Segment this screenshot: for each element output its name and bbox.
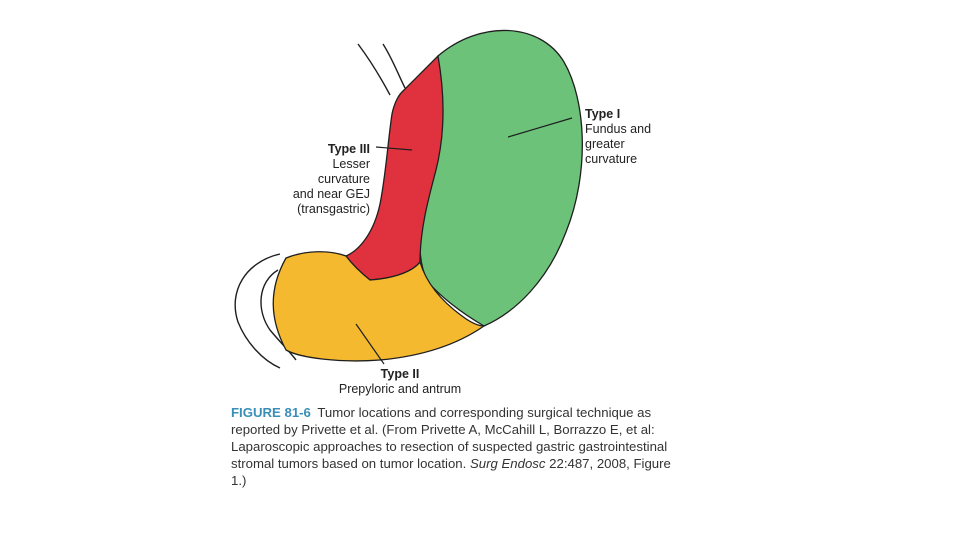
type1-line: Fundus and — [585, 122, 695, 137]
type3-title: Type III — [250, 142, 370, 157]
esophagus-left-wall — [358, 44, 390, 95]
fundus-greater-curvature-region — [420, 30, 583, 326]
type1-line: curvature — [585, 152, 695, 167]
journal-name: Surg Endosc — [470, 456, 546, 471]
esophagus-right-wall — [383, 44, 405, 88]
type2-title: Type II — [300, 367, 500, 382]
type1-line: greater — [585, 137, 695, 152]
type3-line: and near GEJ — [250, 187, 370, 202]
type3-line: (transgastric) — [250, 202, 370, 217]
type2-label: Type II Prepyloric and antrum — [300, 367, 500, 397]
type2-line: Prepyloric and antrum — [300, 382, 500, 397]
type3-label: Type III Lesser curvature and near GEJ (… — [250, 142, 370, 217]
figure-number: FIGURE 81-6 — [231, 405, 311, 420]
type1-label: Type I Fundus and greater curvature — [585, 107, 695, 167]
type1-title: Type I — [585, 107, 695, 122]
type3-line: Lesser — [250, 157, 370, 172]
type3-line: curvature — [250, 172, 370, 187]
figure-caption: FIGURE 81-6 Tumor locations and correspo… — [231, 404, 671, 489]
